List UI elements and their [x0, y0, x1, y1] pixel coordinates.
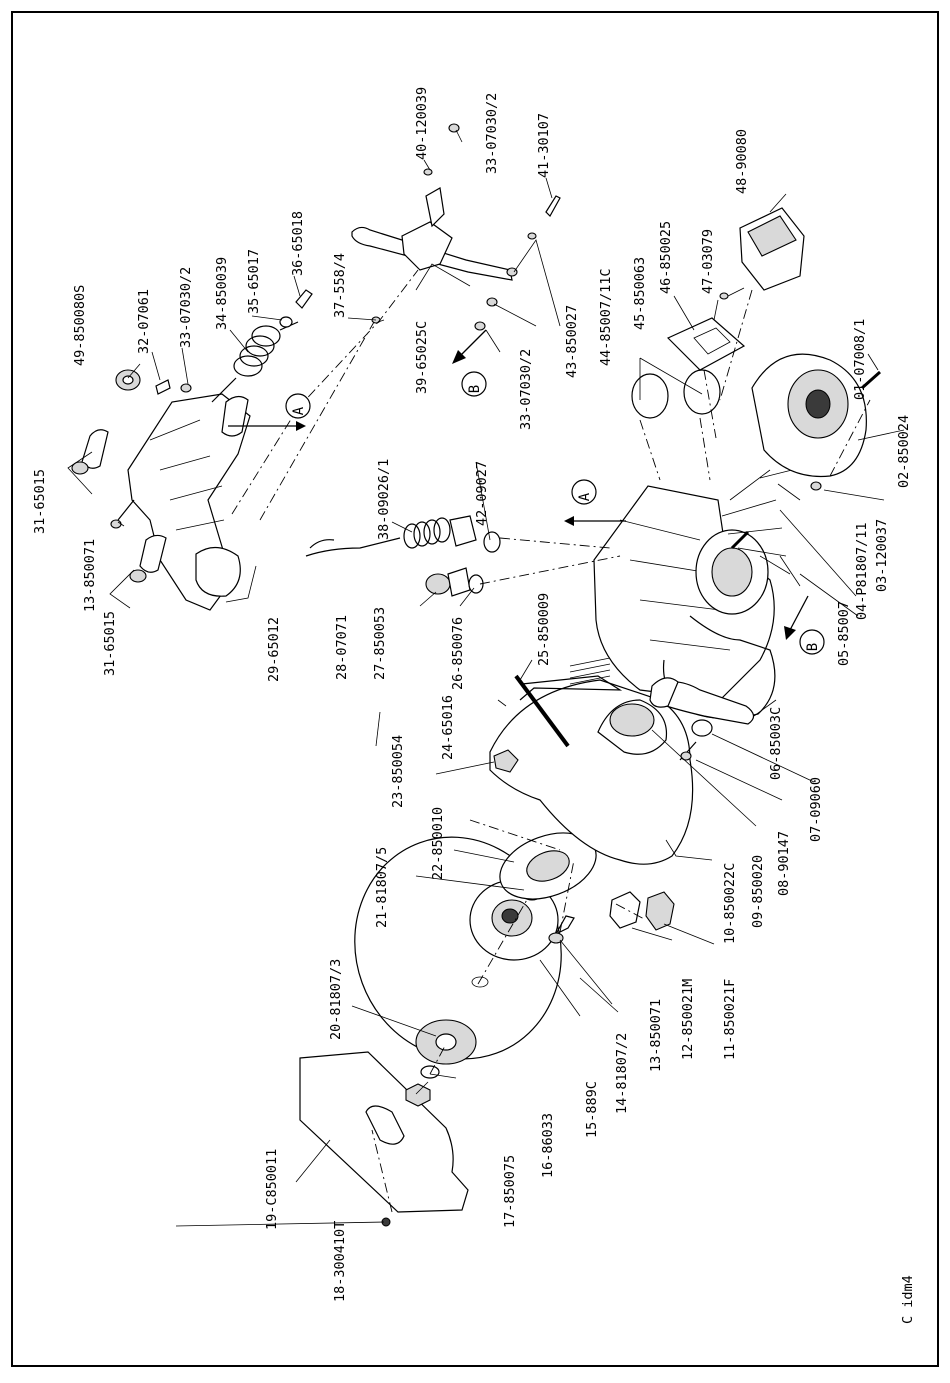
label-40: 40-120039	[414, 87, 430, 160]
label-03: 03-120037	[874, 519, 890, 592]
label-46: 46-850025	[658, 221, 674, 294]
label-02: 02-850024	[896, 415, 912, 488]
label-04: 04-P81807/11	[854, 522, 870, 620]
label-48: 48-90080	[734, 129, 750, 194]
label-25: 25-850009	[536, 593, 552, 666]
label-22: 22-850010	[430, 807, 446, 880]
label-29: 29-65012	[266, 617, 282, 682]
callout-a-lower: A	[577, 492, 593, 501]
label-43: 43-850027	[564, 305, 580, 378]
callout-b-lower: B	[805, 643, 821, 651]
label-45: 45-850063	[632, 257, 648, 330]
label-31-top: 31-65015	[32, 469, 48, 534]
label-19: 19-C850011	[264, 1149, 280, 1230]
sheet-border	[11, 11, 939, 1367]
label-20: 20-81807/3	[328, 959, 344, 1040]
label-32: 32-07061	[136, 289, 152, 354]
label-33-left: 33-07030/2	[178, 267, 194, 348]
label-31-bottom: 31-65015	[102, 611, 118, 676]
label-17: 17-850075	[502, 1155, 518, 1228]
callout-letters: A A B B	[291, 385, 821, 651]
label-28: 28-07071	[334, 615, 350, 680]
label-42: 42-09027	[474, 461, 490, 526]
callout-b-upper: B	[467, 385, 483, 393]
label-13-upper: 13-850071	[82, 539, 98, 612]
label-39: 39-65025C	[414, 321, 430, 394]
drawing-code: C idm4	[900, 1275, 916, 1324]
label-33-top: 33-07030/2	[484, 93, 500, 174]
label-47: 47-03079	[700, 229, 716, 294]
label-13-lower: 13-850071	[648, 999, 664, 1072]
label-24: 24-65016	[440, 695, 456, 760]
part-labels: 01-07008/1 02-850024 03-120037 04-P81807…	[32, 87, 912, 1302]
label-26: 26-850076	[450, 617, 466, 690]
label-01: 01-07008/1	[852, 319, 868, 400]
label-15: 15-889C	[584, 1081, 600, 1138]
label-44: 44-85007/11C	[598, 268, 614, 366]
label-12: 12-850021M	[680, 979, 696, 1060]
label-14: 14-81807/2	[614, 1033, 630, 1114]
label-38: 38-09026/1	[376, 459, 392, 540]
label-23: 23-850054	[390, 735, 406, 808]
label-09: 09-850020	[750, 855, 766, 928]
label-27: 27-850053	[372, 607, 388, 680]
label-07: 07-09060	[808, 777, 824, 842]
label-33-mid: 33-07030/2	[518, 349, 534, 430]
label-10: 10-850022C	[722, 863, 738, 944]
drawing-geometry	[67, 123, 905, 1227]
label-18: 18-300410T	[332, 1221, 348, 1302]
label-35: 35-65017	[246, 249, 262, 314]
label-34: 34-850039	[214, 257, 230, 330]
label-49: 49-850080S	[72, 285, 88, 366]
label-37: 37-558/4	[332, 253, 348, 318]
label-16: 16-86033	[540, 1113, 556, 1178]
label-06: 06-85003C	[768, 707, 784, 780]
label-41: 41-30107	[536, 113, 552, 178]
label-08: 08-90147	[776, 831, 792, 896]
label-36: 36-65018	[290, 211, 306, 276]
label-05: 05-85007	[836, 601, 852, 666]
callout-a-upper: A	[291, 406, 307, 415]
label-11: 11-850021F	[722, 979, 738, 1060]
label-21: 21-81807/5	[374, 847, 390, 928]
